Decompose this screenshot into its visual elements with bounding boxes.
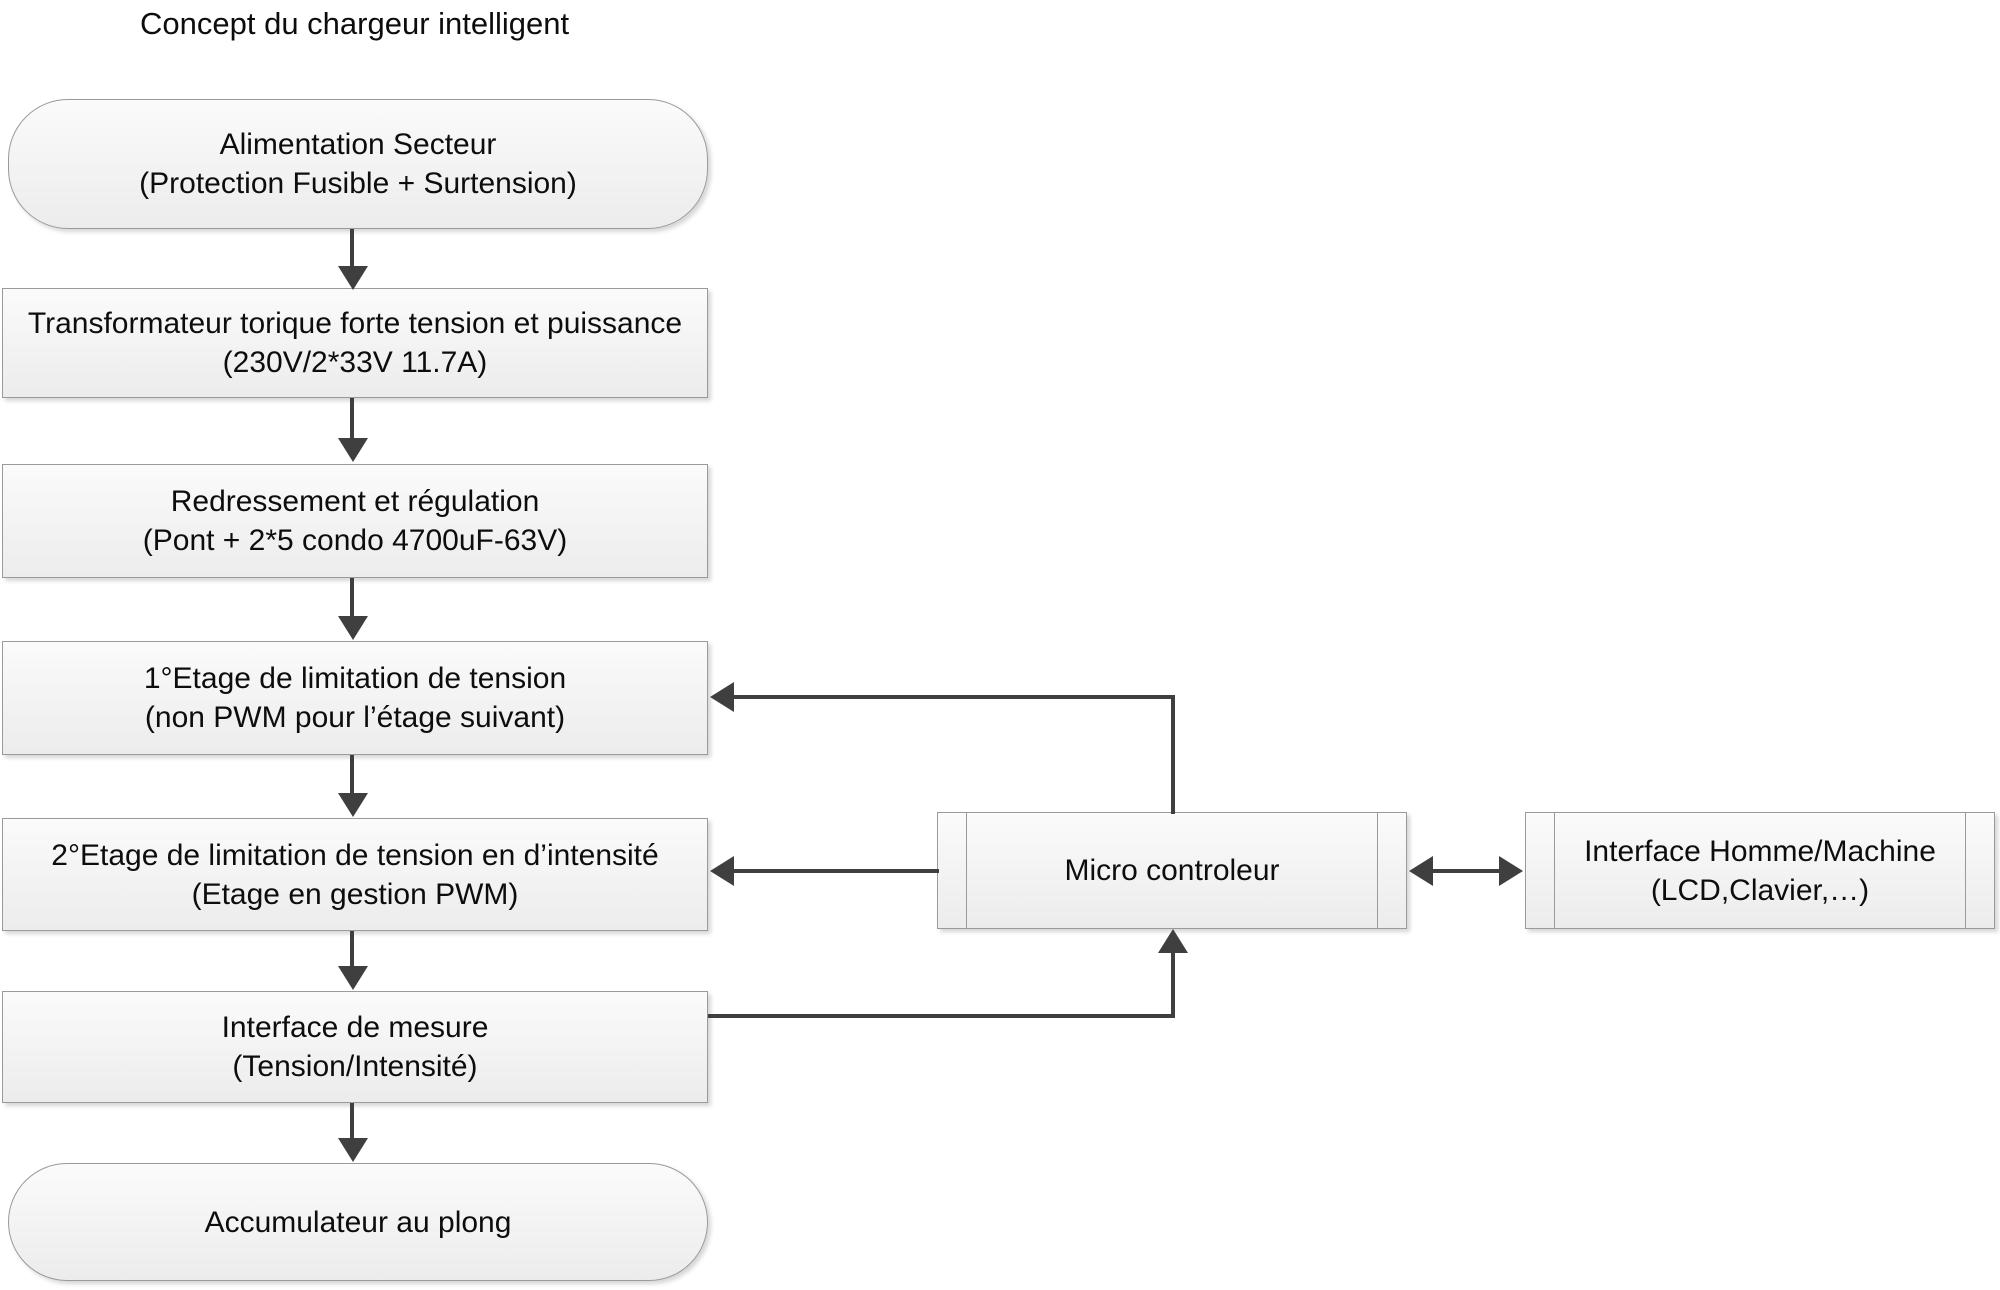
connector-mcu-to-stage1-vertical xyxy=(1171,695,1175,814)
connector-mcu-to-hmi xyxy=(1431,869,1501,873)
node-etage1-limitation-tension[interactable]: 1°Etage de limitation de tension (non PW… xyxy=(2,641,708,755)
connector-measure-to-mcu-vertical xyxy=(1171,953,1175,1014)
arrowhead-down xyxy=(338,966,368,990)
node-label: Accumulateur au plong xyxy=(204,1205,512,1239)
connector-stage2-to-measure xyxy=(350,931,354,969)
connector-stage1-to-stage2 xyxy=(350,755,354,797)
connector-measure-to-mcu-horizontal xyxy=(708,1014,1175,1018)
node-etage2-limitation-intensite[interactable]: 2°Etage de limitation de tension en d’in… xyxy=(2,818,708,931)
node-label: Transformateur torique forte tension et … xyxy=(27,307,683,379)
arrowhead-down xyxy=(338,266,368,290)
page-title: Concept du chargeur intelligent xyxy=(140,6,570,41)
node-label: Redressement et régulation (Pont + 2*5 c… xyxy=(142,485,568,557)
connector-transformer-to-rectifier xyxy=(350,398,354,440)
arrowhead-up xyxy=(1158,929,1188,953)
node-label: Interface de mesure (Tension/Intensité) xyxy=(221,1011,489,1083)
arrowhead-down xyxy=(338,793,368,817)
arrowhead-left xyxy=(710,856,734,886)
node-label: Micro controleur xyxy=(1064,854,1280,887)
connector-mcu-to-stage1-horizontal xyxy=(734,695,1173,699)
connector-measure-to-battery xyxy=(350,1103,354,1141)
node-transformateur[interactable]: Transformateur torique forte tension et … xyxy=(2,288,708,398)
node-redressement-regulation[interactable]: Redressement et régulation (Pont + 2*5 c… xyxy=(2,464,708,578)
node-interface-homme-machine[interactable]: Interface Homme/Machine (LCD,Clavier,…) xyxy=(1525,812,1995,929)
node-micro-controleur[interactable]: Micro controleur xyxy=(937,812,1407,929)
arrowhead-left xyxy=(710,682,734,712)
node-alimentation-secteur[interactable]: Alimentation Secteur (Protection Fusible… xyxy=(8,99,708,229)
node-label: 2°Etage de limitation de tension en d’in… xyxy=(51,838,659,911)
arrowhead-down xyxy=(338,616,368,640)
node-accumulateur[interactable]: Accumulateur au plong xyxy=(8,1163,708,1281)
arrowhead-down xyxy=(338,438,368,462)
arrowhead-right xyxy=(1499,856,1523,886)
node-interface-de-mesure[interactable]: Interface de mesure (Tension/Intensité) xyxy=(2,991,708,1103)
arrowhead-down xyxy=(338,1138,368,1162)
arrowhead-left xyxy=(1409,856,1433,886)
node-label: Interface Homme/Machine (LCD,Clavier,…) xyxy=(1584,834,1936,907)
connector-rectifier-to-stage1 xyxy=(350,578,354,620)
connector-mains-to-transformer xyxy=(350,229,354,271)
connector-mcu-to-stage2 xyxy=(734,869,939,873)
node-label: 1°Etage de limitation de tension (non PW… xyxy=(143,662,567,734)
node-label: Alimentation Secteur (Protection Fusible… xyxy=(139,128,577,200)
